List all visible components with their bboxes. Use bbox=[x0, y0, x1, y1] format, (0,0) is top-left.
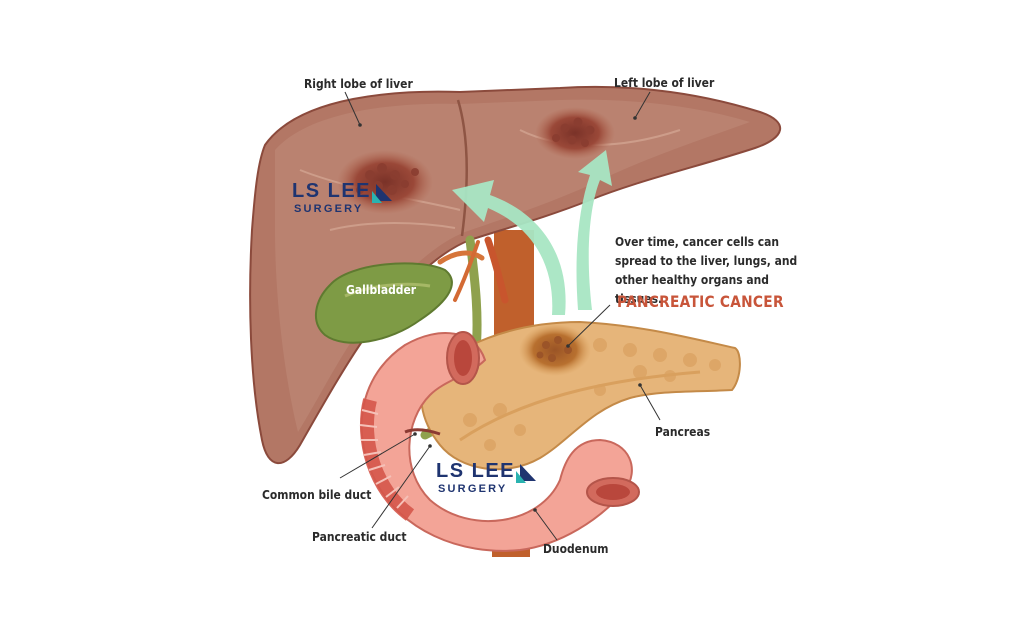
logo-top: LS LEE SURGERY bbox=[292, 180, 412, 224]
logo-mark-icon bbox=[516, 464, 536, 483]
pancreas bbox=[420, 320, 741, 471]
logo-line1: LS LEE bbox=[436, 460, 516, 482]
label-gallbladder: Gallbladder bbox=[346, 282, 417, 297]
gallbladder bbox=[315, 262, 453, 344]
label-common-bile-duct: Common bile duct bbox=[262, 487, 372, 502]
logo-mark-icon bbox=[372, 184, 392, 203]
label-duodenum: Duodenum bbox=[543, 541, 609, 556]
logo-line2: SURGERY bbox=[294, 203, 364, 215]
leader-lines bbox=[339, 91, 661, 541]
label-pancreatic-cancer: PANCREATIC CANCER bbox=[617, 292, 784, 311]
logo-bottom: LS LEE SURGERY bbox=[436, 460, 556, 504]
duodenum bbox=[359, 331, 640, 552]
label-pancreatic-duct: Pancreatic duct bbox=[312, 529, 407, 544]
liver bbox=[249, 85, 782, 465]
logo-line2: SURGERY bbox=[438, 483, 508, 495]
spread-arrows bbox=[452, 150, 612, 315]
spread-note: Over time, cancer cells can spread to th… bbox=[615, 234, 798, 306]
label-right-lobe: Right lobe of liver bbox=[304, 76, 413, 91]
logo-line1: LS LEE bbox=[292, 180, 372, 202]
label-pancreas: Pancreas bbox=[655, 424, 711, 439]
label-left-lobe: Left lobe of liver bbox=[614, 75, 715, 90]
